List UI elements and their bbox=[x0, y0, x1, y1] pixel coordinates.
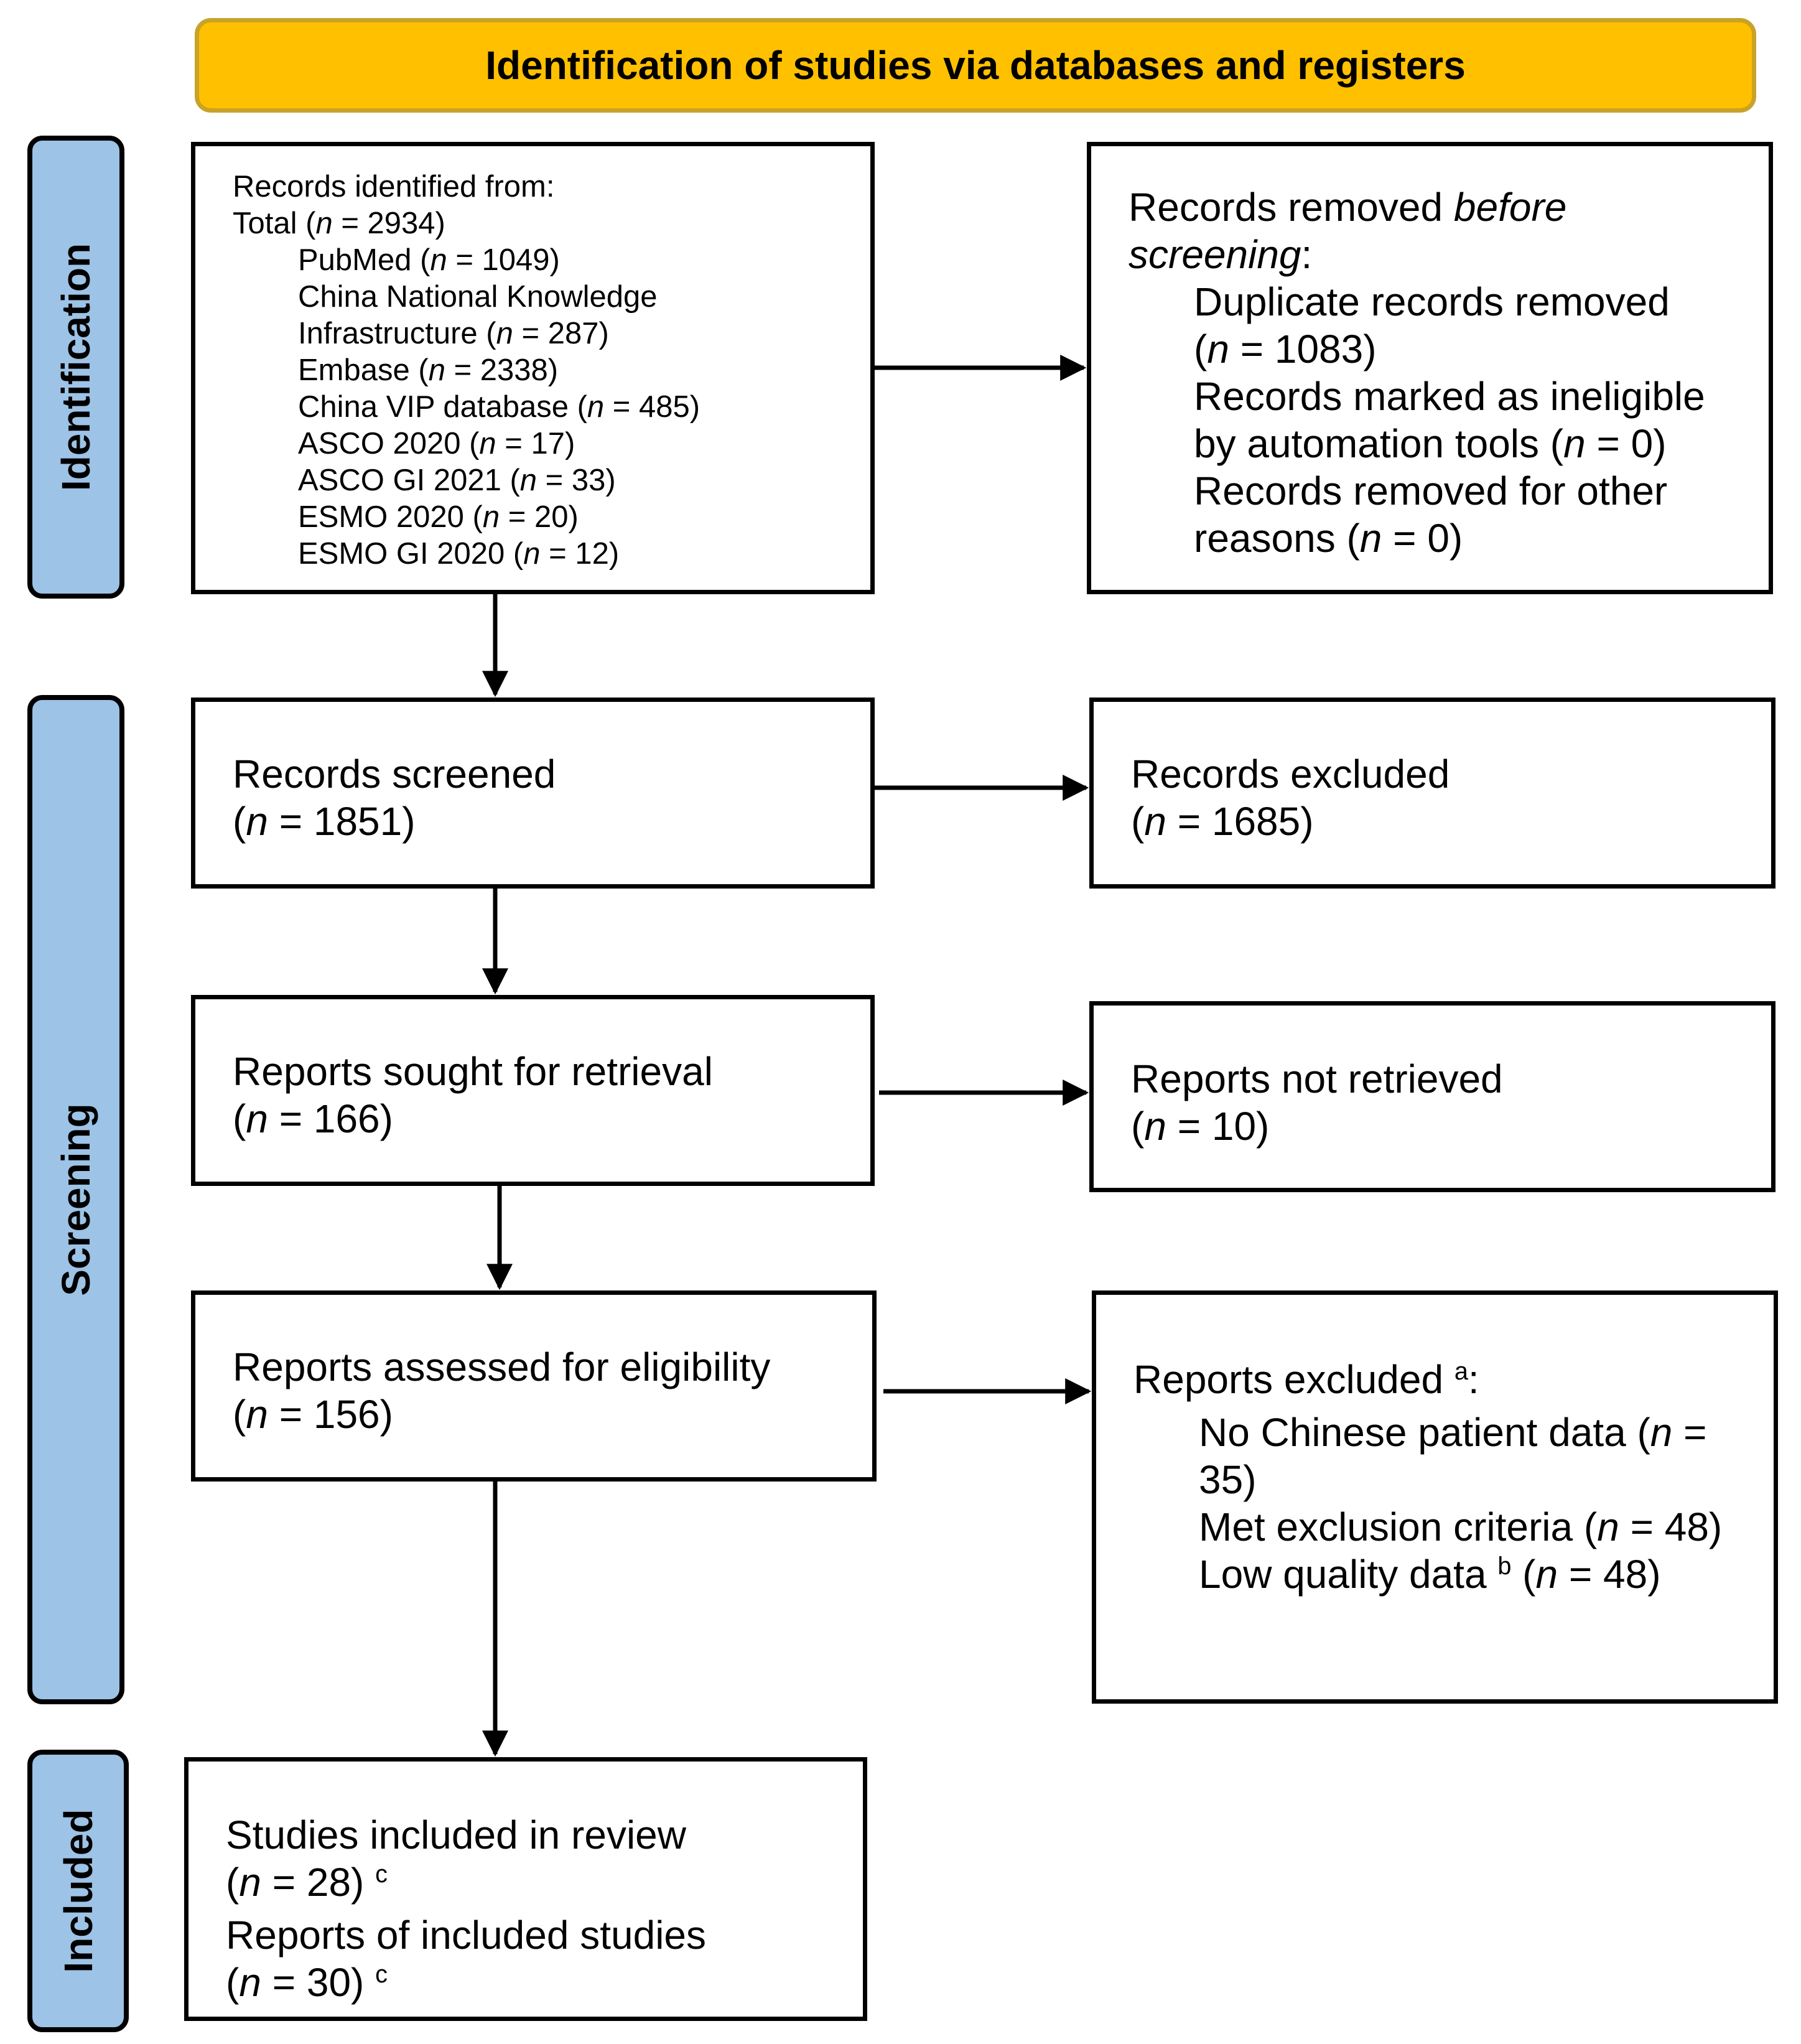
reports-sought-box: Reports sought for retrieval (n = 166) bbox=[191, 995, 875, 1186]
included-box: Studies included in review (n = 28) c Re… bbox=[184, 1757, 867, 2021]
sought-value: (n = 166) bbox=[233, 1096, 393, 1141]
studies-included-value: (n = 28) c bbox=[226, 1860, 388, 1905]
identified-total: Total (n = 2934) bbox=[233, 207, 445, 240]
other-reasons-label: Records removed for other bbox=[1194, 469, 1668, 513]
identified-heading: Records identified from: bbox=[233, 170, 555, 203]
not-retrieved-label: Reports not retrieved bbox=[1131, 1057, 1503, 1101]
sought-label: Reports sought for retrieval bbox=[233, 1049, 713, 1094]
duplicates-value: (n = 1083) bbox=[1194, 327, 1377, 371]
exclusion-no-chinese-data: No Chinese patient data (n = bbox=[1199, 1410, 1707, 1455]
source-row: ASCO GI 2021 (n = 33) bbox=[298, 464, 616, 497]
source-row: ESMO 2020 (n = 20) bbox=[298, 500, 579, 534]
records-excluded-label: Records excluded bbox=[1131, 752, 1450, 796]
records-screened-box: Records screened (n = 1851) bbox=[191, 698, 875, 889]
reports-not-retrieved-box: Reports not retrieved (n = 10) bbox=[1089, 1001, 1775, 1192]
source-row: China VIP database (n = 485) bbox=[298, 390, 700, 424]
source-row: PubMed (n = 1049) bbox=[298, 243, 560, 277]
source-row: Embase (n = 2338) bbox=[298, 353, 559, 387]
records-removed-box: Records removed before screening: Duplic… bbox=[1087, 142, 1773, 594]
exclusion-low-quality: Low quality data b (n = 48) bbox=[1199, 1552, 1661, 1597]
ineligible-value: by automation tools (n = 0) bbox=[1194, 421, 1667, 466]
records-excluded-value: (n = 1685) bbox=[1131, 799, 1314, 844]
ineligible-label: Records marked as ineligible bbox=[1194, 374, 1705, 419]
source-row: ASCO 2020 (n = 17) bbox=[298, 427, 575, 460]
records-excluded-box: Records excluded (n = 1685) bbox=[1089, 698, 1775, 889]
removed-heading: Records removed before bbox=[1129, 185, 1567, 230]
exclusion-no-chinese-data-cont: 35) bbox=[1199, 1457, 1257, 1502]
phase-identification: Identification bbox=[27, 136, 124, 599]
reports-assessed-box: Reports assessed for eligibility (n = 15… bbox=[191, 1290, 877, 1482]
studies-included-label: Studies included in review bbox=[226, 1813, 686, 1857]
reports-included-label: Reports of included studies bbox=[226, 1913, 706, 1958]
phase-screening: Screening bbox=[27, 695, 124, 1704]
reports-included-value: (n = 30) c bbox=[226, 1960, 388, 2005]
header-title: Identification of studies via databases … bbox=[485, 43, 1466, 88]
duplicates-label: Duplicate records removed bbox=[1194, 279, 1670, 324]
records-identified-box: Records identified from: Total (n = 2934… bbox=[191, 142, 875, 594]
header-banner: Identification of studies via databases … bbox=[195, 18, 1756, 113]
exclusion-met-criteria: Met exclusion criteria (n = 48) bbox=[1199, 1505, 1723, 1549]
phase-included: Included bbox=[27, 1750, 129, 2032]
screened-label: Records screened bbox=[233, 752, 556, 796]
screened-value: (n = 1851) bbox=[233, 799, 416, 844]
reports-excluded-label: Reports excluded a: bbox=[1133, 1357, 1479, 1402]
removed-heading-cont: screening: bbox=[1129, 232, 1313, 277]
source-row: ESMO GI 2020 (n = 12) bbox=[298, 537, 620, 571]
assessed-label: Reports assessed for eligibility bbox=[233, 1345, 771, 1389]
source-row: Infrastructure (n = 287) bbox=[298, 317, 609, 350]
not-retrieved-value: (n = 10) bbox=[1131, 1104, 1270, 1149]
reports-excluded-box: Reports excluded a: No Chinese patient d… bbox=[1092, 1290, 1778, 1704]
assessed-value: (n = 156) bbox=[233, 1392, 393, 1437]
other-reasons-value: reasons (n = 0) bbox=[1194, 516, 1463, 561]
source-row: China National Knowledge bbox=[298, 280, 658, 314]
